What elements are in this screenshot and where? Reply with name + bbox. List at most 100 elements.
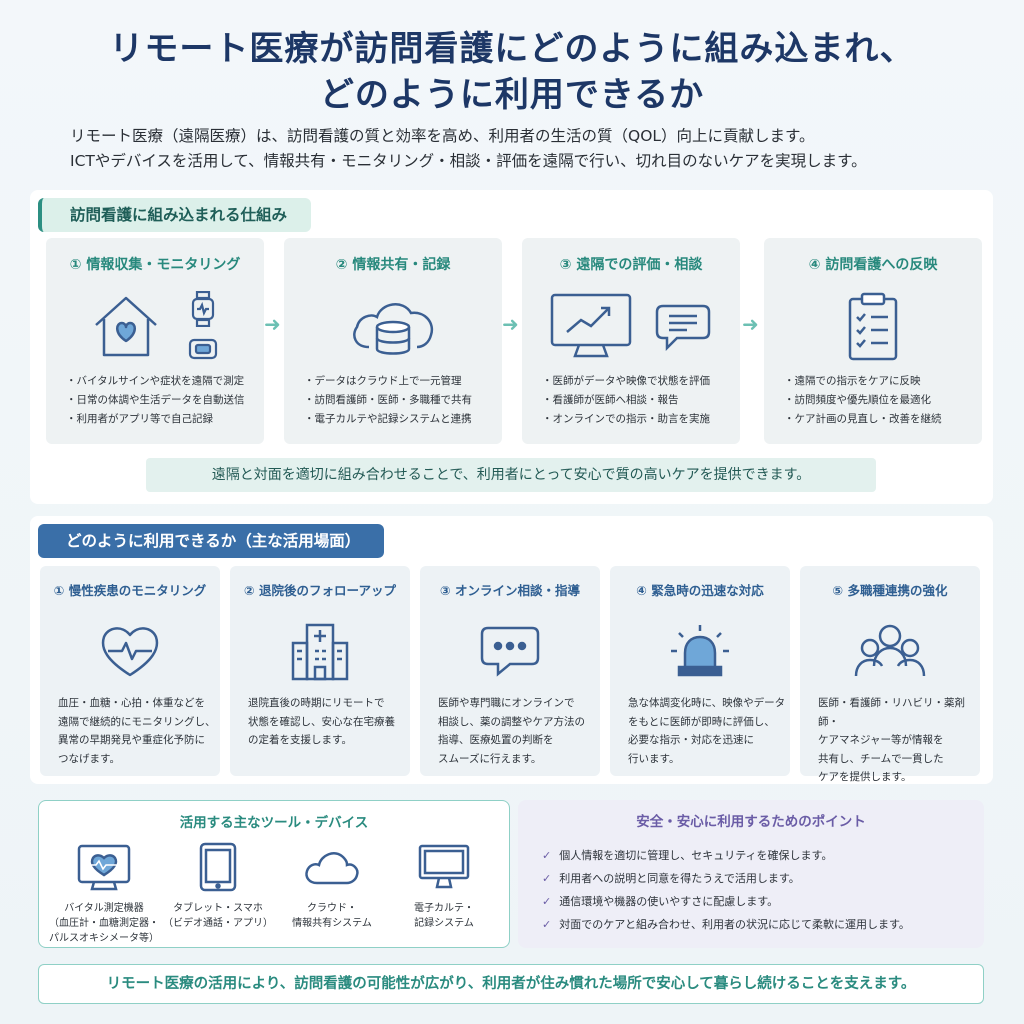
step-list: ・データはクラウド上で一元管理 ・訪問看護師・医師・多職種で共有 ・電子カルテや… xyxy=(304,372,494,429)
hospital-icon xyxy=(289,621,351,681)
usecase-title: ④ 緊急時の迅速な対応 xyxy=(636,583,764,598)
sensor-device-icon xyxy=(188,337,218,361)
house-heart-icon xyxy=(92,293,160,359)
text-line: の定着を支援します。 xyxy=(248,734,352,746)
intro-line-1: リモート医療（遠隔医療）は、訪問看護の質と効率を高め、利用者の生活の質（QOL）… xyxy=(70,127,815,145)
mechanism-panel: 訪問看護に組み込まれる仕組み ① 情報収集・モニタリング xyxy=(30,190,993,504)
page-title: リモート医療が訪問看護にどのように組み込まれ、 どのように利用できるか xyxy=(0,26,1024,118)
team-people-icon xyxy=(854,622,926,680)
text-line: 必要な指示・対応を迅速に xyxy=(628,734,754,746)
tool-label: タブレット・スマホ （ビデオ通話・アプリ） xyxy=(163,901,273,931)
tool-label: 電子カルテ・ 記録システム xyxy=(389,901,499,931)
check-icon: ✓ xyxy=(542,872,552,885)
list-item: ✓ 対面でのケアと組み合わせ、利用者の状況に応じて柔軟に運用します。 xyxy=(542,913,972,936)
chat-bubbles-icon xyxy=(649,298,713,354)
usecase-emergency-response: ④ 緊急時の迅速な対応 急な体調変化時に、映像やデータ をもとに医師が即時に評価… xyxy=(610,566,790,776)
list-item: ・利用者がアプリ等で自己記録 xyxy=(66,413,213,425)
text-line: 医師・看護師・リハビリ・薬剤師・ xyxy=(818,697,965,728)
list-item: ・看護師が医師へ相談・報告 xyxy=(542,394,679,406)
intro-line-2: ICTやデバイスを活用して、情報共有・モニタリング・相談・評価を遠隔で行い、切れ… xyxy=(70,152,867,170)
list-item: ✓ 個人情報を適切に管理し、セキュリティを確保します。 xyxy=(542,844,972,867)
usecase-title: ① 慢性疾患のモニタリング xyxy=(53,583,207,598)
list-item: ・データはクラウド上で一元管理 xyxy=(304,375,462,387)
list-item: ・訪問看護師・医師・多職種で共有 xyxy=(304,394,472,406)
text-line: ケアを提供します。 xyxy=(818,771,912,783)
list-item: ・ケア計画の見直し・改善を継続 xyxy=(784,413,942,425)
vital-monitor-icon xyxy=(76,843,132,891)
usecase-description: 血圧・血糖・心拍・体重などを 遠隔で継続的にモニタリングし、 異常の早期発見や重… xyxy=(58,694,216,768)
arrow-right-icon: ➜ xyxy=(264,312,281,336)
text-line: 退院直後の時期にリモートで xyxy=(248,697,385,709)
safety-panel: 安全・安心に利用するためのポイント ✓ 個人情報を適切に管理し、セキュリティを確保… xyxy=(518,800,984,948)
arrow-right-icon: ➜ xyxy=(742,312,759,336)
text-line: 共有し、チームで一貫した xyxy=(818,752,944,765)
check-icon: ✓ xyxy=(542,918,552,931)
text-line: 情報共有システム xyxy=(292,918,372,929)
smartwatch-icon xyxy=(190,291,216,327)
text-line: （血圧計・血糖測定器・ xyxy=(49,918,159,929)
tool-ehr-system: 電子カルテ・ 記録システム xyxy=(389,839,499,931)
step-care-reflection: ④ 訪問看護への反映 ・遠隔での指示をケアに反映 ・訪問頻度や優先順位を最適化 … xyxy=(764,238,982,444)
monitor-chart-icon xyxy=(549,292,633,360)
arrow-right-icon: ➜ xyxy=(502,312,519,336)
list-item: ・訪問頻度や優先順位を最適化 xyxy=(784,394,931,406)
text-line: 行います。 xyxy=(628,752,680,765)
step-information-sharing: ② 情報共有・記録 ・データはクラウド上で一元管理 ・訪問看護師・医師・多職種で… xyxy=(284,238,502,444)
tool-label: バイタル測定機器 （血圧計・血糖測定器・ パルスオキシメータ等） xyxy=(49,901,159,946)
usecase-title: ⑤ 多職種連携の強化 xyxy=(832,583,948,598)
safety-heading: 安全・安心に利用するためのポイント xyxy=(636,814,866,830)
safety-list: ✓ 個人情報を適切に管理し、セキュリティを確保します。 ✓ 利用者への説明と同意を得… xyxy=(542,844,972,936)
usage-panel: どのように利用できるか（主な活用場面） ① 慢性疾患のモニタリング 血圧・血糖・… xyxy=(30,516,993,784)
step-title: ① 情報収集・モニタリング xyxy=(69,257,241,273)
list-item: ・日常の体調や生活データを自動送信 xyxy=(66,394,245,406)
heart-pulse-icon xyxy=(98,623,162,679)
page-title-line-1: リモート医療が訪問看護にどのように組み込まれ、 xyxy=(109,29,915,69)
usecase-description: 医師や専門職にオンラインで 相談し、薬の調整やケア方法の 指導、医療処置の判断を… xyxy=(438,694,596,768)
safety-point: 利用者への説明と同意を得たうえで活用します。 xyxy=(559,872,800,885)
text-line: つなげます。 xyxy=(58,752,120,765)
safety-point: 通信環境や機器の使いやすさに配慮します。 xyxy=(559,895,779,908)
text-line: 血圧・血糖・心拍・体重などを xyxy=(58,697,205,709)
text-line: 状態を確認し、安心な在宅療養 xyxy=(248,715,395,728)
cloud-icon xyxy=(303,847,361,887)
tool-vital-devices: バイタル測定機器 （血圧計・血糖測定器・ パルスオキシメータ等） xyxy=(49,839,159,946)
tool-cloud-system: クラウド・ 情報共有システム xyxy=(277,839,387,931)
list-item: ・バイタルサインや症状を遠隔で測定 xyxy=(66,375,245,387)
text-line: バイタル測定機器 xyxy=(64,903,144,914)
text-line: 急な体調変化時に、映像やデータ xyxy=(628,697,786,709)
usecase-description: 急な体調変化時に、映像やデータ をもとに医師が即時に評価し、 必要な指示・対応を… xyxy=(628,694,786,768)
text-line: 異常の早期発見や重症化予防に xyxy=(58,734,205,746)
text-line: （ビデオ通話・アプリ） xyxy=(163,918,273,929)
text-line: タブレット・スマホ xyxy=(173,903,263,914)
tools-heading: 活用する主なツール・デバイス xyxy=(179,815,369,831)
check-icon: ✓ xyxy=(542,849,552,862)
footer-summary: リモート医療の活用により、訪問看護の可能性が広がり、利用者が住み慣れた場所で安心… xyxy=(38,964,984,1004)
usecase-title: ② 退院後のフォローアップ xyxy=(244,583,396,598)
text-line: クラウド・ xyxy=(307,903,357,914)
step-list: ・バイタルサインや症状を遠隔で測定 ・日常の体調や生活データを自動送信 ・利用者… xyxy=(66,372,256,429)
usecase-description: 退院直後の時期にリモートで 状態を確認し、安心な在宅療養 の定着を支援します。 xyxy=(248,694,406,750)
usage-heading: どのように利用できるか（主な活用場面） xyxy=(38,524,385,558)
mechanism-heading: 訪問看護に組み込まれる仕組み xyxy=(38,198,312,232)
safety-point: 対面でのケアと組み合わせ、利用者の状況に応じて柔軟に運用します。 xyxy=(559,918,910,931)
tablet-icon xyxy=(198,841,238,893)
tools-panel: 活用する主なツール・デバイス バイタル測定機器 （血圧計・血糖測定器・ パルスオ… xyxy=(38,800,510,948)
text-line: ケアマネジャー等が情報を xyxy=(818,734,944,746)
step-title: ③ 遠隔での評価・相談 xyxy=(559,257,703,273)
tool-label: クラウド・ 情報共有システム xyxy=(277,901,387,931)
usecase-discharge-followup: ② 退院後のフォローアップ 退院直後の時期にリモートで 状態を確認し、安心な在宅… xyxy=(230,566,410,776)
text-line: パルスオキシメータ等） xyxy=(49,933,159,944)
text-line: 電子カルテ・ xyxy=(414,903,474,914)
step-remote-evaluation: ③ 遠隔での評価・相談 ・医師がデータや映像で状態を評価 ・看護師が医師へ相談・… xyxy=(522,238,740,444)
text-line: 指導、医療処置の判断を xyxy=(438,734,554,746)
chat-dots-icon xyxy=(478,624,542,678)
step-title: ② 情報共有・記録 xyxy=(335,257,451,273)
usecase-chronic-monitoring: ① 慢性疾患のモニタリング 血圧・血糖・心拍・体重などを 遠隔で継続的にモニタリ… xyxy=(40,566,220,776)
usecase-online-consultation: ③ オンライン相談・指導 医師や専門職にオンラインで 相談し、薬の調整やケア方法… xyxy=(420,566,600,776)
intro-text: リモート医療（遠隔医療）は、訪問看護の質と効率を高め、利用者の生活の質（QOL）… xyxy=(70,124,970,174)
safety-point: 個人情報を適切に管理し、セキュリティを確保します。 xyxy=(559,849,833,862)
text-line: 相談し、薬の調整やケア方法の xyxy=(438,715,585,728)
step-list: ・遠隔での指示をケアに反映 ・訪問頻度や優先順位を最適化 ・ケア計画の見直し・改… xyxy=(784,372,974,429)
list-item: ・電子カルテや記録システムと連携 xyxy=(304,413,472,425)
list-item: ✓ 利用者への説明と同意を得たうえで活用します。 xyxy=(542,867,972,890)
